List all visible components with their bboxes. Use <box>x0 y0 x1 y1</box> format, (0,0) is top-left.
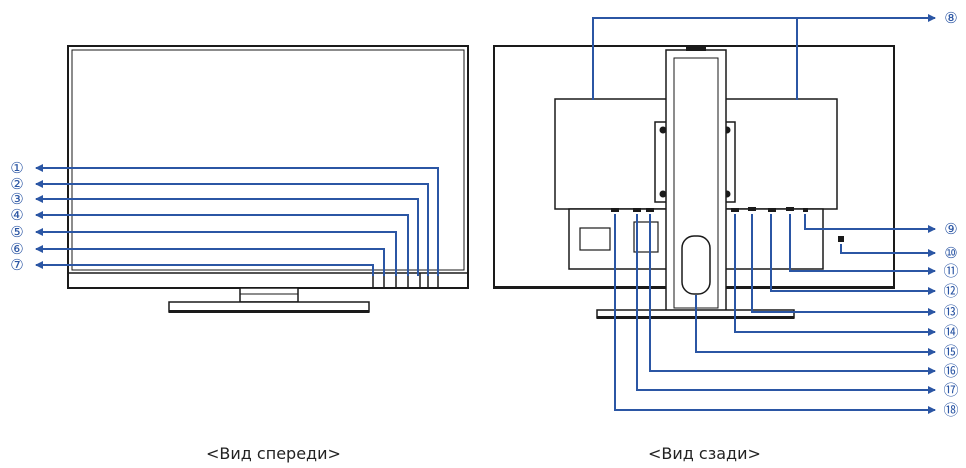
callout-label-14: ⑭ <box>943 323 958 341</box>
callout-line-11 <box>789 214 936 275</box>
callout-line-12 <box>770 214 936 295</box>
callout-line-9 <box>804 214 936 233</box>
callout-line-10 <box>840 244 936 257</box>
callout-label-4: ④ <box>10 206 23 224</box>
callout-label-17: ⑰ <box>943 381 958 399</box>
callout-label-5: ⑤ <box>10 223 23 241</box>
callout-line-3 <box>35 195 419 276</box>
callout-label-11: ⑪ <box>943 262 958 280</box>
callout-line-18 <box>614 214 936 414</box>
callout-line-13 <box>751 214 936 316</box>
callout-label-1: ① <box>10 159 23 177</box>
back-ports <box>611 207 844 242</box>
callout-line-6 <box>35 245 385 276</box>
callout-line-1 <box>35 164 439 276</box>
callout-label-3: ③ <box>10 190 23 208</box>
callout-label-13: ⑬ <box>943 303 958 321</box>
callout-line-5 <box>35 228 397 276</box>
callout-label-2: ② <box>10 175 23 193</box>
callout-label-16: ⑯ <box>943 362 958 380</box>
callout-label-6: ⑥ <box>10 240 23 258</box>
callout-line-14 <box>734 214 936 336</box>
callout-label-15: ⑮ <box>943 343 958 361</box>
front-screen-area <box>71 49 465 271</box>
callout-line-2 <box>35 180 429 276</box>
back-view-caption: <Вид сзади> <box>648 444 761 463</box>
front-view: ① ② ③ ④ ⑤ ⑥ ⑦ <box>10 45 469 313</box>
callout-line-17 <box>636 214 936 394</box>
back-view: ⑧ ⑨ ⑩ ⑪ ⑫ ⑬ ⑭ ⑮ ⑯ ⑰ ⑱ <box>493 9 959 419</box>
callout-line-8 <box>592 18 935 100</box>
callout-label-9: ⑨ <box>944 220 957 238</box>
front-view-caption: <Вид спереди> <box>206 444 341 463</box>
callout-label-7: ⑦ <box>10 256 23 274</box>
callout-line-16 <box>649 214 936 375</box>
callout-label-10: ⑩ <box>944 244 957 262</box>
callout-line-15 <box>695 295 936 356</box>
callout-label-18: ⑱ <box>943 401 958 419</box>
callout-label-8: ⑧ <box>944 9 957 27</box>
callout-line-7 <box>35 261 374 276</box>
callout-label-12: ⑫ <box>943 282 958 300</box>
cable-holder <box>681 235 711 295</box>
front-stand-neck <box>239 287 299 303</box>
callout-line-4 <box>35 211 409 276</box>
